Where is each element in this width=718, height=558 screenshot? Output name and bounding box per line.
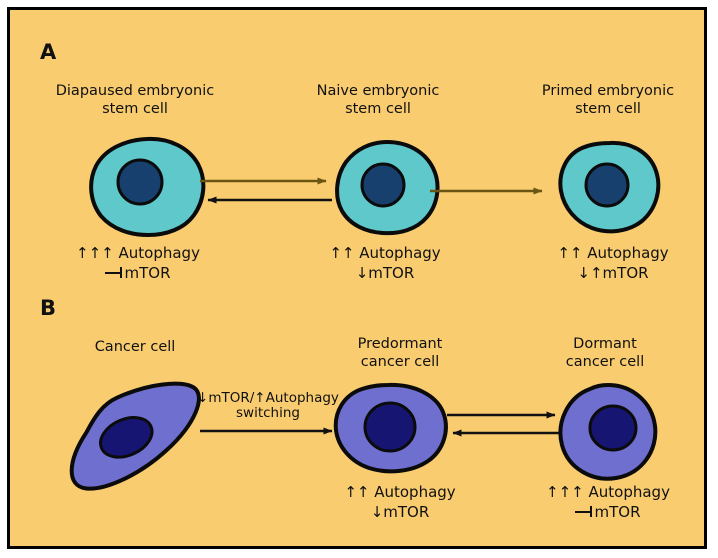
cell-shape-diapaused-embryonic-stem-cell [89,136,206,237]
autophagy-level-diapaused: ↑↑↑ Autophagy [76,244,200,262]
cell-stats-predormant-cancer-cell: ↑↑ Autophagy ↓mTOR [310,482,490,522]
autophagy-level-primed: ↑↑ Autophagy [557,244,669,262]
inhibition-icon [105,267,124,278]
autophagy-level-naive: ↑↑ Autophagy [329,244,441,262]
mtor-label-dormant: mTOR [594,503,641,521]
mtor-level-predormant: ↓mTOR [370,503,430,521]
mtor-level-dormant: mTOR [518,502,698,522]
connector-caption-cancer-predormant: ↓mTOR/↑Autophagy switching [197,390,339,421]
cell-shape-dormant-cancer-cell [558,383,658,481]
cell-title-predormant-cancer-cell: Predormant cancer cell [357,336,443,370]
connector-diapaused-naive-bidirectional-arrow [200,177,332,204]
cell-shape-cancer-cell [69,381,201,491]
cell-title-diapaused-embryonic-stem-cell: Diapaused embryonic stem cell [55,83,215,117]
cell-shape-primed-embryonic-stem-cell [558,140,661,234]
mtor-label-diapaused: mTOR [124,264,171,282]
cell-title-naive-embryonic-stem-cell: Naive embryonic stem cell [316,83,440,117]
cell-shape-naive-embryonic-stem-cell [335,140,440,236]
mtor-level-primed: ↓↑mTOR [577,264,649,282]
mtor-level-diapaused: mTOR [48,263,228,283]
cell-title-dormant-cancer-cell: Dormant cancer cell [565,336,645,370]
cell-title-primed-embryonic-stem-cell: Primed embryonic stem cell [541,83,675,117]
panel-label-a: A [40,40,57,64]
autophagy-level-predormant: ↑↑ Autophagy [344,483,456,501]
cell-title-cancer-cell: Cancer cell [94,339,176,355]
cell-stats-dormant-cancer-cell: ↑↑↑ Autophagy mTOR [518,482,698,522]
autophagy-level-dormant: ↑↑↑ Autophagy [546,483,670,501]
inhibition-icon [575,506,594,517]
figure-panel-container: A Diapaused embryonic stem cell ↑↑↑ Auto… [7,7,707,549]
cell-stats-naive-embryonic-stem-cell: ↑↑ Autophagy ↓mTOR [295,243,475,283]
cell-stats-diapaused-embryonic-stem-cell: ↑↑↑ Autophagy mTOR [48,243,228,283]
mtor-level-naive: ↓mTOR [355,264,415,282]
connector-naive-primed-arrow [430,187,543,195]
connector-predormant-dormant-bidirectional-arrow [447,411,561,437]
panel-label-b: B [40,296,57,320]
cell-shape-predormant-cancer-cell [333,382,448,474]
cell-stats-primed-embryonic-stem-cell: ↑↑ Autophagy ↓↑mTOR [523,243,703,283]
connector-cancer-predormant-arrow [200,427,333,435]
